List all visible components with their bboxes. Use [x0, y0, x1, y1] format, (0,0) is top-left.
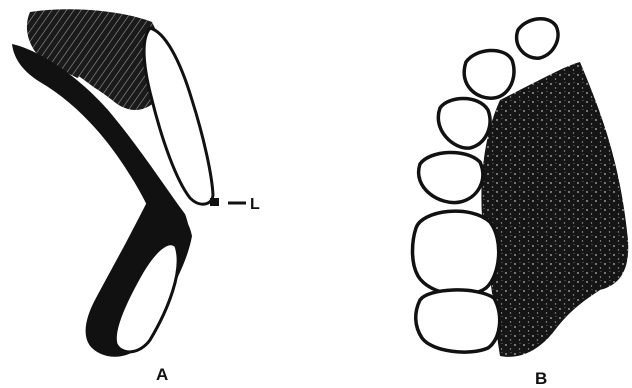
panel-b-tooth-4: [419, 152, 483, 202]
panel-b-tooth-5: [413, 211, 499, 295]
panel-b-tissue: [481, 62, 628, 357]
panel-a-drawing: L A: [12, 9, 260, 384]
panel-b-tooth-1: [517, 19, 558, 58]
panel-b-tooth-3: [438, 99, 490, 149]
panel-b-label: B: [535, 369, 547, 388]
panel-a-label: A: [156, 365, 168, 384]
panel-b-tooth-6: [416, 290, 500, 352]
pointer-l-label: L: [250, 196, 260, 213]
panel-b-tooth-2: [464, 50, 514, 98]
panel-b-drawing: B: [413, 19, 629, 388]
panel-a-contact-point: [210, 198, 219, 206]
